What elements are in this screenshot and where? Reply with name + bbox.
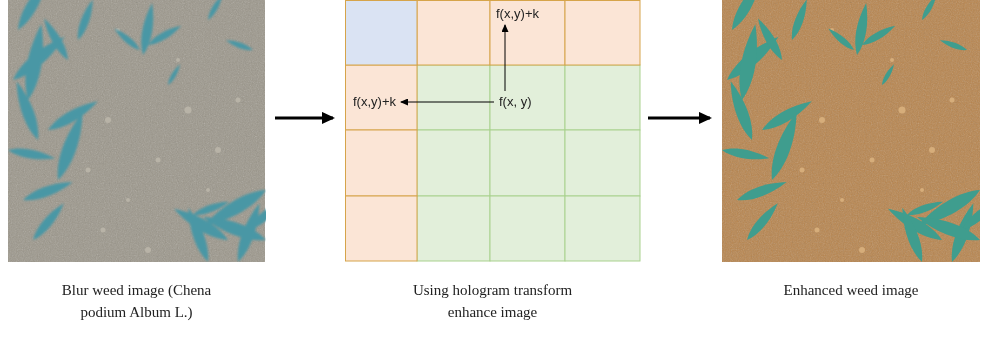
grid-cell: [490, 65, 565, 130]
grid-cell: [490, 130, 565, 196]
grid-cell: [346, 196, 418, 261]
flow-arrow: [648, 116, 710, 119]
pixel-grid: [346, 1, 641, 262]
grid-cell: [565, 1, 640, 66]
pixel-label: f(x,y)+k: [349, 92, 400, 112]
grid-cell: [565, 65, 640, 130]
pixel-formula: f(x,y)+k: [353, 94, 396, 110]
grid-cell: [490, 196, 565, 261]
pixel-formula: f(x, y): [499, 94, 532, 110]
blur-weed-photo: [7, 0, 287, 264]
grid-cell: [346, 130, 418, 196]
weed-image-panel: Enhanced weed image: [722, 0, 980, 262]
grid-cell: [346, 65, 418, 130]
weed-image-panel: Blur weed image (Chena podium Album L.): [8, 0, 265, 262]
pixel-label: f(x,y)+k: [492, 4, 543, 24]
enhanced-weed-photo: [721, 0, 990, 264]
neighbour-arrow: [401, 102, 494, 103]
pixel-formula: f(x,y)+k: [496, 6, 539, 22]
grid-panel: Using hologram transform enhance imagef(…: [345, 0, 640, 262]
pixel-label: f(x, y): [495, 92, 536, 112]
grid-cell: [346, 1, 418, 66]
grid-cell: [417, 130, 490, 196]
grid-cell: [417, 196, 490, 261]
figure-caption: Blur weed image (Chena podium Album L.): [47, 279, 227, 323]
flow-arrow: [275, 116, 333, 119]
figure-caption: Enhanced weed image: [751, 279, 951, 301]
neighbour-arrow: [505, 25, 506, 91]
grid-cell: [417, 1, 490, 66]
grid-cell: [565, 196, 640, 261]
grid-cell: [490, 1, 565, 66]
grid-cell: [565, 130, 640, 196]
grid-cell: [417, 65, 490, 130]
figure-caption: Using hologram transform enhance image: [398, 279, 588, 323]
